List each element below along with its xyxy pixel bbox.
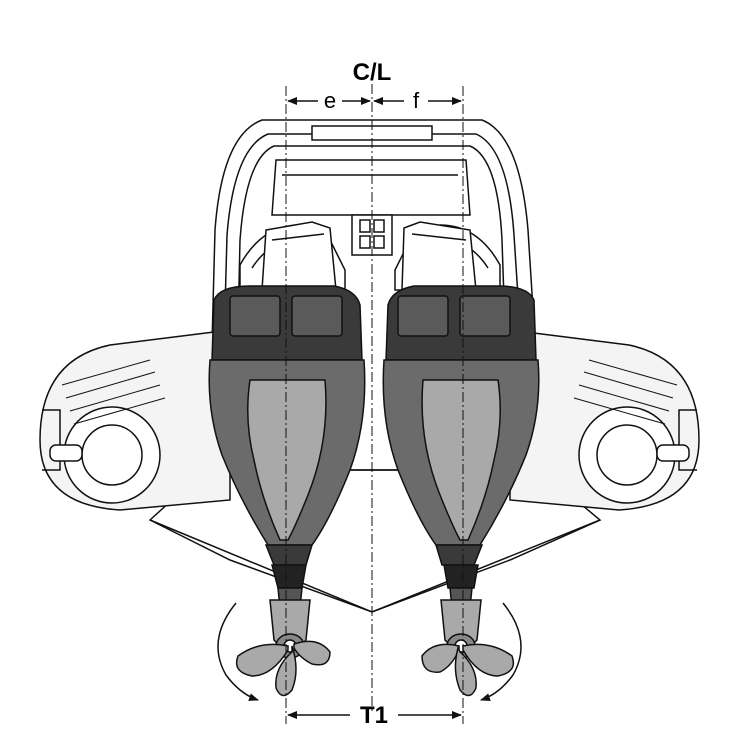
centerline-label: C/L — [353, 59, 392, 86]
engine-spacing-label: T1 — [360, 702, 388, 729]
right-outboard-engine-icon — [382, 221, 540, 659]
right-offset-label: f — [413, 88, 420, 113]
left-offset-label: e — [324, 88, 336, 113]
left-rotation-arrow-icon — [217, 602, 259, 701]
left-propeller-icon — [235, 640, 331, 697]
right-propeller-icon — [421, 643, 515, 697]
engine-centerlines — [285, 84, 464, 724]
right-rotation-arrow-icon — [480, 602, 522, 701]
left-outboard-engine-icon — [208, 221, 366, 659]
right-tube — [509, 329, 700, 511]
left-tube — [39, 329, 231, 511]
